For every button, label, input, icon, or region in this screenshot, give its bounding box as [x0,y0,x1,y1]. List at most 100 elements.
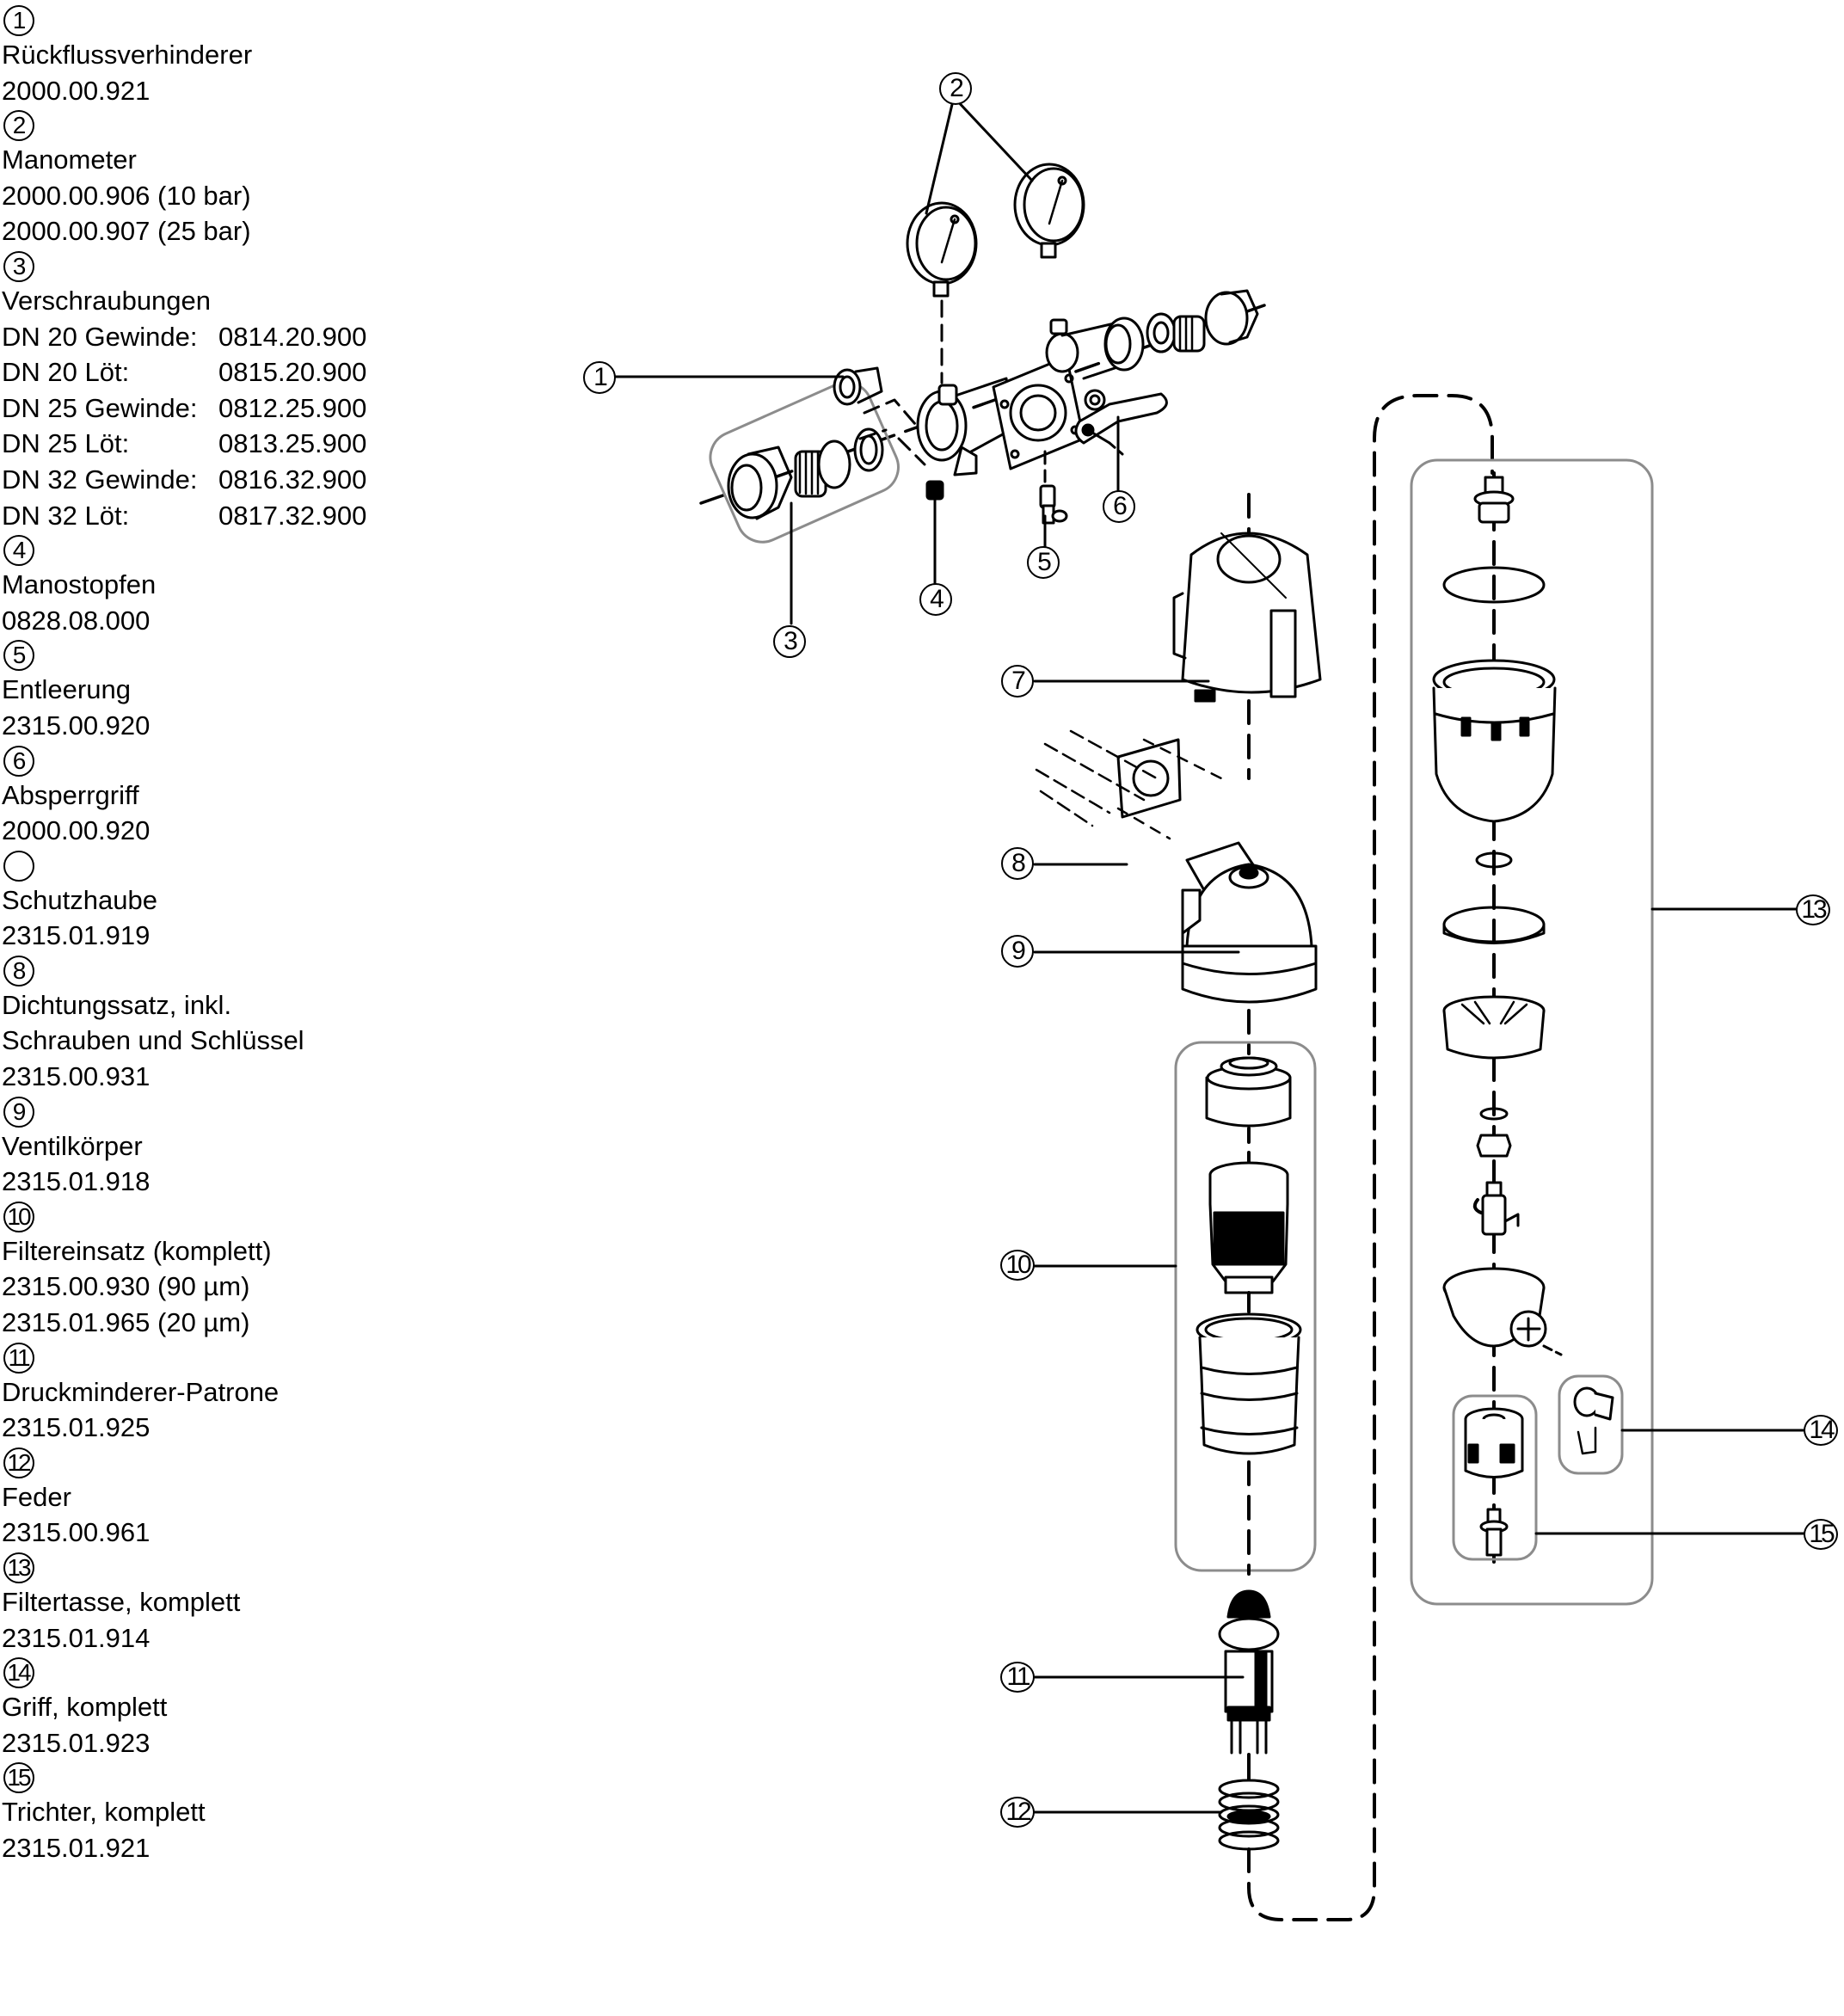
callout-12: 12 [1000,1797,1035,1828]
part-code: 0816.32.900 [218,464,367,495]
legend-entry-14: 14 Griff, komplett 2315.01.923 [2,1656,483,1761]
part-code: 2315.01.925 [2,1412,151,1443]
pressure-gauge-icon [1013,163,1085,259]
legend-entry-3: 3 Verschraubungen DN 20 Gewinde:0814.20.… [2,249,483,533]
legend-entry-13: 13 Filtertasse, komplett 2315.01.914 [2,1551,483,1656]
legend-entry-12: 12 Feder 2315.00.961 [2,1446,483,1551]
item-number-badge: 10 [3,1201,34,1232]
threaded-tailpiece-icon [794,439,851,498]
connector-nipple-icon [1473,476,1515,524]
callout-9: 9 [1001,935,1034,968]
callout-8: 8 [1001,847,1034,880]
part-code: 0814.20.900 [218,321,367,352]
part-code: 0812.25.900 [218,392,367,423]
legend-entry-1: 1 Rückflussverhinderer 2000.00.921 [2,3,483,108]
part-name: Manometer [2,144,137,175]
variant-row: DN 25 Gewinde: 0812.25.900 [2,390,483,427]
filter-bowl-assembly [1410,458,1808,1606]
variant-label: DN 25 Löt: [2,428,130,459]
callout-15: 15 [1804,1519,1838,1550]
variant-label: DN 20 Gewinde: [2,321,198,352]
part-code: 2315.00.931 [2,1061,151,1092]
legend-entry-9: 9 Ventilkörper 2315.01.918 [2,1095,483,1200]
gauge-plug-icon [925,480,944,501]
o-ring-icon [1479,1107,1509,1121]
leader-line-2a [925,95,956,215]
callout-2: 2 [939,72,972,105]
handle-key-icon [1573,1386,1614,1455]
variant-row: DN 20 Löt: 0815.20.900 [2,354,483,390]
callout-6: 6 [1103,490,1135,523]
callout-5: 5 [1027,546,1060,579]
group-box-14 [1558,1374,1624,1475]
legend-entry-7: Schutzhaube 2315.01.919 [2,849,483,954]
pressure-gauge-icon [906,201,978,298]
assembly-path-loop [1247,394,1494,1921]
strainer-base-icon [1442,995,1546,1060]
part-code: 0828.08.000 [2,605,151,636]
item-number-badge: 2 [3,110,34,142]
part-name: Absperrgriff [2,779,139,810]
callout-4: 4 [919,583,952,616]
o-ring-icon [1475,851,1513,869]
part-code: 2000.00.921 [2,75,151,106]
valve-body-icon [916,317,1145,476]
valve-housing-icon [1181,841,1318,1004]
group-box-10 [1174,1041,1317,1572]
callout-14: 14 [1804,1415,1838,1446]
protective-cap-icon [1172,532,1322,703]
part-name: Manostopfen [2,569,157,600]
part-code: 2315.01.923 [2,1727,151,1758]
callout-1: 1 [583,361,616,394]
part-code: 2315.01.914 [2,1622,151,1653]
part-name: Schutzhaube [2,884,157,915]
part-name-continued: Schrauben und Schlüssel [2,1025,304,1056]
part-code: 2315.00.961 [2,1517,151,1548]
legend-entry-5: 5 Entleerung 2315.00.920 [2,638,483,743]
callout-3: 3 [773,625,806,658]
item-number-badge: 14 [3,1657,34,1689]
group-box-15 [1452,1394,1538,1561]
part-name: Verschraubungen [2,285,212,316]
item-number-badge: 12 [3,1447,34,1478]
pressure-reducer-cartridge-icon [1218,1589,1280,1755]
legend-entry-15: 15 Trichter, komplett 2315.01.921 [2,1761,483,1865]
part-name: Entleerung [2,674,131,705]
part-code: 2000.00.907 (25 bar) [2,216,251,247]
filter-bowl-icon [1432,659,1557,823]
callout-7: 7 [1001,665,1034,698]
variant-label: DN 32 Löt: [2,500,130,531]
variant-label: DN 32 Gewinde: [2,464,198,495]
parts-legend: 1 Rückflussverhinderer 2000.00.921 2 Man… [2,3,483,1866]
part-code: 0817.32.900 [218,500,367,531]
filter-sleeve-icon [1196,1312,1302,1455]
part-code: 2315.01.921 [2,1832,151,1863]
legend-entry-8: 8 Dichtungssatz, inkl. Schrauben und Sch… [2,954,483,1095]
item-number-badge: 8 [3,955,34,986]
drain-cock-icon [1472,1181,1520,1236]
part-code: 0815.20.900 [218,357,367,388]
item-number-badge: 13 [3,1552,34,1583]
variant-label: DN 20 Löt: [2,357,130,388]
variant-label: DN 25 Gewinde: [2,392,198,423]
legend-entry-6: 6 Absperrgriff 2000.00.920 [2,744,483,849]
part-code: 2315.00.930 (90 µm) [2,1271,250,1302]
shutoff-handle-icon [1074,392,1168,456]
group-box-3 [709,381,900,544]
legend-entry-4: 4 Manostopfen 0828.08.000 [2,533,483,638]
nozzle-icon [1479,1508,1509,1557]
item-number-badge: 1 [3,5,34,36]
part-name: Filtertasse, komplett [2,1587,241,1617]
part-name: Trichter, komplett [2,1797,206,1828]
part-name: Filtereinsatz (komplett) [2,1235,272,1266]
part-code: 2315.01.965 (20 µm) [2,1307,250,1338]
gasket-icon [1104,323,1132,365]
callout-13: 13 [1796,894,1830,925]
legend-entry-2: 2 Manometer 2000.00.906 (10 bar) 2000.00… [2,108,483,249]
callout-10: 10 [1000,1250,1035,1281]
part-name: Dichtungssatz, inkl. [2,989,232,1020]
leader-line-2b [952,95,1034,182]
callout-11: 11 [1000,1662,1035,1693]
part-name: Druckminderer-Patrone [2,1376,280,1407]
hex-nut-icon [1476,1134,1512,1158]
